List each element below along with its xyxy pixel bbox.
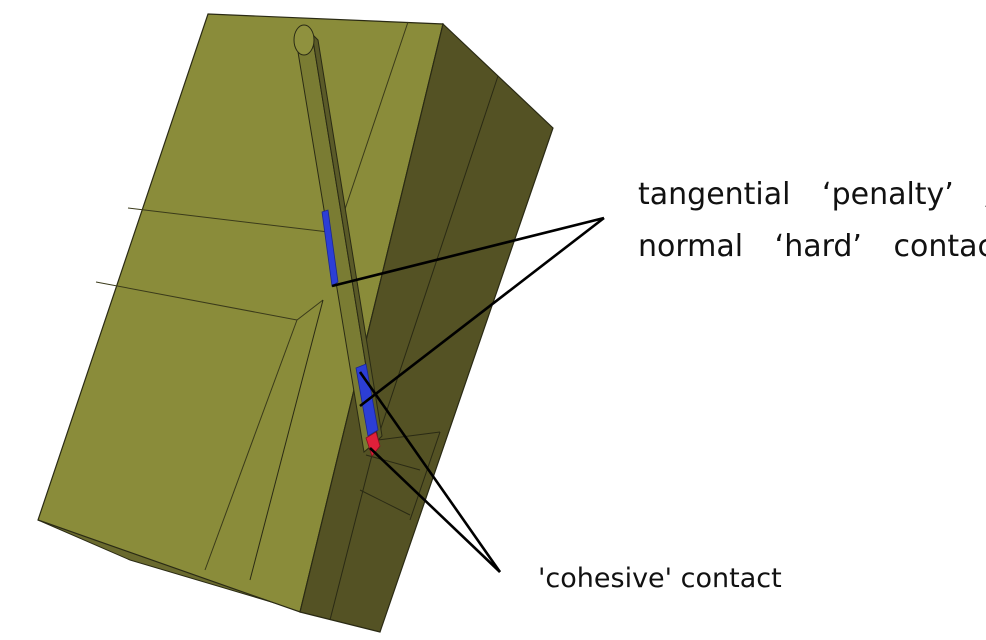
borehole-shadow-wall <box>311 32 383 442</box>
side-face-mesh-lines <box>249 75 499 621</box>
label-tangential-penalty: tangential ‘penalty’ / <box>638 177 986 212</box>
block-side-face <box>299 22 554 633</box>
cohesive-contact-tip <box>365 431 381 457</box>
label-cohesive-contact: 'cohesive' contact <box>538 563 782 594</box>
penalty-contact-upper <box>321 209 339 287</box>
leader-penalty-upper <box>331 216 605 288</box>
borehole-top-opening <box>293 24 315 56</box>
leader-cohesive-2 <box>369 447 501 573</box>
label-normal-hard-contact: normal ‘hard’ contact <box>638 229 986 264</box>
borehole-channel-icon <box>293 24 383 453</box>
leader-penalty-lower <box>359 216 605 408</box>
front-face-mesh-lines <box>95 21 409 571</box>
leader-lines <box>331 216 605 573</box>
leader-cohesive-1 <box>358 371 502 573</box>
